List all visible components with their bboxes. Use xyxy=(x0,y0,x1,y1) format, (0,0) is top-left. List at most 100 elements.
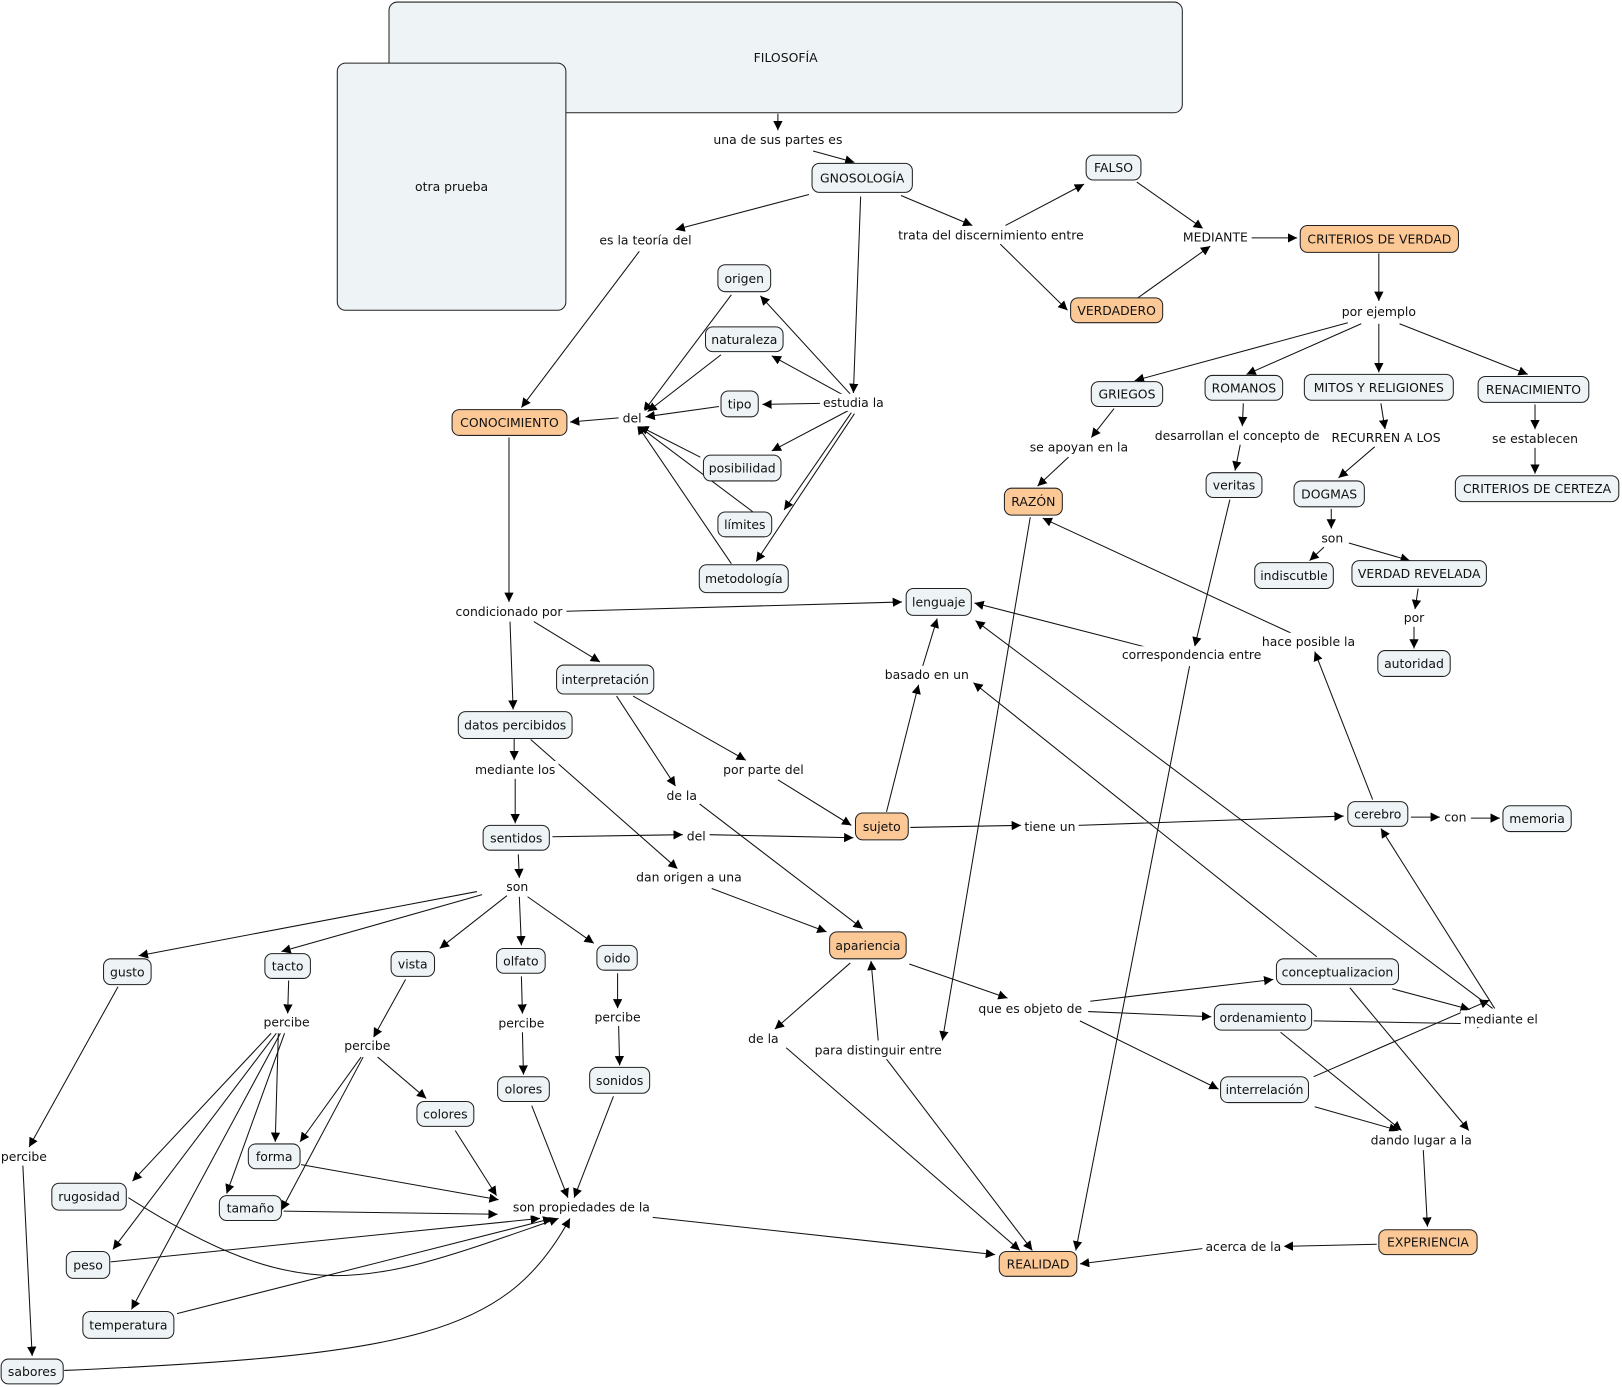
concept-falso[interactable]: FALSO xyxy=(1085,154,1142,181)
linking-phrase-mediante-el[interactable]: mediante el xyxy=(1460,1010,1541,1028)
concept-box xyxy=(497,1076,550,1103)
concept-metodologia[interactable]: metodología xyxy=(698,564,789,594)
linking-phrase-percibe-gusto[interactable]: percibe xyxy=(0,1147,51,1165)
concept-label: autoridad xyxy=(1384,656,1444,671)
linking-phrase-acerca-de[interactable]: acerca de la xyxy=(1202,1237,1285,1255)
linking-phrase-dan-origen[interactable]: dan origen a una xyxy=(633,868,745,886)
concept-label: RAZÓN xyxy=(1011,494,1055,509)
linking-phrase-de-la-apar[interactable]: de la xyxy=(745,1029,782,1048)
concept-forma[interactable]: forma xyxy=(247,1143,301,1170)
linking-phrase-condicionado[interactable]: condicionado por xyxy=(452,602,567,620)
concept-tacto[interactable]: tacto xyxy=(264,953,311,979)
linking-phrase-una-de-sus-partes[interactable]: una de sus partes es xyxy=(710,131,846,149)
linking-phrase-por-autoridad[interactable]: por xyxy=(1400,608,1429,627)
linking-phrase-del-conoc[interactable]: del xyxy=(619,409,645,427)
concept-olfato[interactable]: olfato xyxy=(496,947,546,974)
linking-phrase-estudia-la[interactable]: estudia la xyxy=(819,393,887,411)
concept-lenguaje[interactable]: lenguaje xyxy=(905,588,972,616)
concept-verdadero[interactable]: VERDADERO xyxy=(1070,297,1164,324)
connection-son_sentidos-to-oido xyxy=(527,896,595,944)
linking-phrase-mediante[interactable]: MEDIANTE xyxy=(1179,228,1252,246)
concept-romanos[interactable]: ROMANOS xyxy=(1204,374,1284,401)
concept-tamano[interactable]: tamaño xyxy=(218,1195,282,1221)
concept-interpretacion[interactable]: interpretación xyxy=(556,664,655,695)
concept-olores[interactable]: olores xyxy=(497,1076,550,1103)
concept-apariencia[interactable]: apariencia xyxy=(829,931,907,960)
concept-naturaleza[interactable]: naturaleza xyxy=(704,326,784,353)
linking-phrase-por-ejemplo[interactable]: por ejemplo xyxy=(1338,302,1420,320)
concept-mitos[interactable]: MITOS Y RELIGIONES xyxy=(1303,373,1454,401)
linking-phrase-hace-posible[interactable]: hace posible la xyxy=(1258,632,1359,650)
linking-phrase-label: condicionado por xyxy=(456,604,564,619)
linking-phrase-percibe-vista[interactable]: percibe xyxy=(341,1037,394,1055)
linking-phrase-son-dogmas[interactable]: son xyxy=(1318,529,1347,547)
concept-sentidos[interactable]: sentidos xyxy=(482,824,550,851)
linking-phrase-es-la-teoria[interactable]: es la teoría del xyxy=(596,231,695,249)
concept-conceptualizacion[interactable]: conceptualizacion xyxy=(1275,958,1400,986)
linking-phrase-basado[interactable]: basado en un xyxy=(881,665,973,683)
concept-conocimiento[interactable]: CONOCIMIENTO xyxy=(451,409,568,436)
concept-temperatura[interactable]: temperatura xyxy=(82,1310,175,1339)
concept-criterios-certeza[interactable]: CRITERIOS DE CERTEZA xyxy=(1454,475,1620,503)
concept-peso[interactable]: peso xyxy=(65,1250,111,1279)
linking-phrase-de-la-interp[interactable]: de la xyxy=(663,786,701,804)
concept-indiscutble[interactable]: indiscutble xyxy=(1254,562,1334,590)
concept-dogmas[interactable]: DOGMAS xyxy=(1293,480,1365,508)
concept-colores[interactable]: colores xyxy=(416,1101,475,1127)
concept-box xyxy=(482,824,550,851)
linking-phrase-se-apoyan[interactable]: se apoyan en la xyxy=(1026,438,1132,456)
concept-box xyxy=(704,326,784,353)
linking-phrase-percibe-tacto[interactable]: percibe xyxy=(260,1013,313,1031)
connection-percibe_olfato-to-olores xyxy=(518,1032,528,1075)
linking-phrase-correspondencia[interactable]: correspondencia entre xyxy=(1118,646,1265,664)
concept-verdad-revelada[interactable]: VERDAD REVELADA xyxy=(1351,560,1487,587)
concept-sujeto[interactable]: sujeto xyxy=(854,812,909,841)
concept-interrelacion[interactable]: interrelación xyxy=(1220,1076,1310,1104)
linking-phrase-son-propiedades[interactable]: son propiedades de la xyxy=(509,1198,653,1216)
concept-criterios-verdad[interactable]: CRITERIOS DE VERDAD xyxy=(1299,224,1459,253)
concept-ordenamiento[interactable]: ordenamiento xyxy=(1213,1003,1313,1031)
concept-oido[interactable]: oido xyxy=(596,944,638,971)
linking-phrase-se-establecen[interactable]: se establecen xyxy=(1488,430,1582,448)
concept-otra-prueba[interactable]: otra prueba xyxy=(336,62,567,311)
linking-phrase-para-distinguir[interactable]: para distinguir entre xyxy=(811,1041,945,1059)
concept-experiencia[interactable]: EXPERIENCIA xyxy=(1378,1229,1478,1256)
concept-posibilidad[interactable]: posibilidad xyxy=(702,454,782,482)
linking-phrase-del-sentidos[interactable]: del xyxy=(683,827,709,845)
concept-renacimiento[interactable]: RENACIMIENTO xyxy=(1477,375,1590,403)
concept-filosofia[interactable]: FILOSOFÍA xyxy=(388,1,1183,114)
concept-tipo[interactable]: tipo xyxy=(720,390,759,418)
concept-origen[interactable]: origen xyxy=(717,264,772,293)
concept-gusto[interactable]: gusto xyxy=(103,958,152,986)
linking-phrase-son-sentidos[interactable]: son xyxy=(503,877,532,895)
linking-phrase-trata-del[interactable]: trata del discernimiento entre xyxy=(895,226,1087,244)
concept-rugosidad[interactable]: rugosidad xyxy=(51,1182,127,1211)
concept-vista[interactable]: vista xyxy=(390,951,436,977)
concept-limites[interactable]: límites xyxy=(717,511,773,538)
concept-sabores[interactable]: sabores xyxy=(0,1358,64,1385)
linking-phrase-percibe-oido[interactable]: percibe xyxy=(591,1008,644,1026)
concept-sonidos[interactable]: sonidos xyxy=(589,1066,651,1094)
linking-phrase-que-es-objeto[interactable]: que es objeto de xyxy=(975,999,1086,1018)
concept-razon[interactable]: RAZÓN xyxy=(1003,487,1063,516)
concept-datos-percibidos[interactable]: datos percibidos xyxy=(457,711,573,740)
concept-gnosologia[interactable]: GNOSOLOGÍA xyxy=(811,162,913,193)
concept-cerebro[interactable]: cerebro xyxy=(1347,801,1409,827)
linking-phrase-tiene-un[interactable]: tiene un xyxy=(1021,817,1079,835)
concept-autoridad[interactable]: autoridad xyxy=(1377,650,1451,677)
linking-phrase-con[interactable]: con xyxy=(1441,808,1470,826)
connection-sentidos-to-son_sentidos xyxy=(514,854,524,879)
linking-phrase-bg xyxy=(509,1198,653,1216)
linking-phrase-label: son xyxy=(1321,530,1343,545)
connection-es_la_teoria-to-conocimiento xyxy=(520,251,640,408)
linking-phrase-por-parte[interactable]: por parte del xyxy=(720,761,807,779)
linking-phrase-dando-lugar[interactable]: dando lugar a la xyxy=(1367,1131,1475,1149)
concept-griegos[interactable]: GRIEGOS xyxy=(1090,381,1164,407)
linking-phrase-percibe-olfato[interactable]: percibe xyxy=(495,1014,548,1032)
linking-phrase-recurren[interactable]: RECURREN A LOS xyxy=(1328,429,1444,447)
linking-phrase-mediante-los[interactable]: mediante los xyxy=(471,761,559,779)
concept-realidad[interactable]: REALIDAD xyxy=(998,1250,1078,1277)
concept-veritas[interactable]: veritas xyxy=(1205,472,1263,499)
concept-memoria[interactable]: memoria xyxy=(1502,805,1572,833)
linking-phrase-desarrollan[interactable]: desarrollan el concepto de xyxy=(1151,426,1323,445)
